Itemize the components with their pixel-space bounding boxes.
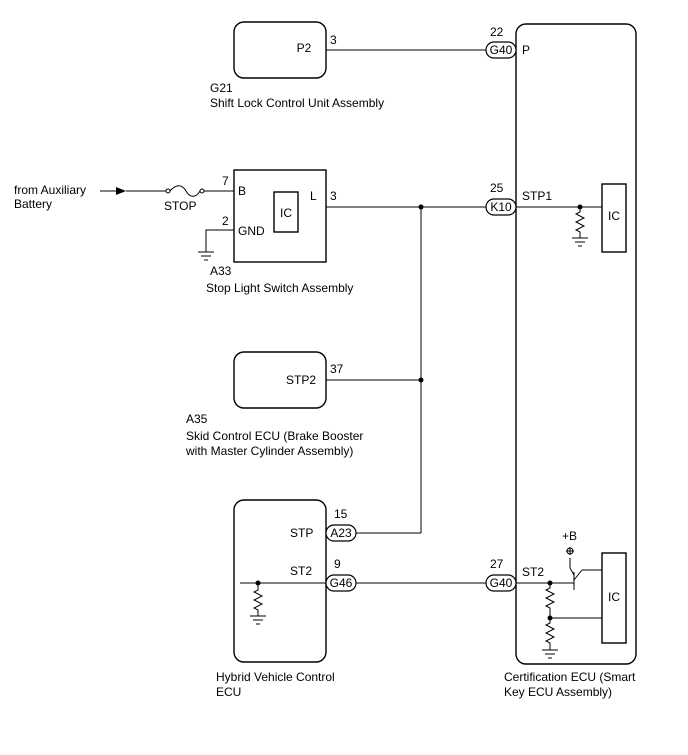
cert-ic-bottom-label: IC — [608, 590, 620, 604]
fuse-terminal-left — [165, 188, 171, 194]
source-line2: Battery — [14, 197, 52, 211]
cert-name-line1: Certification ECU (Smart — [504, 670, 636, 684]
shift-lock-box — [233, 21, 327, 79]
junction-top — [418, 204, 424, 210]
connector-g40-bottom-label: G40 — [490, 576, 513, 590]
shift-lock-name: Shift Lock Control Unit Assembly — [210, 96, 384, 110]
cert-stp1-resistor-icon — [574, 207, 586, 238]
hybrid-pin-st2-number: 9 — [334, 557, 341, 571]
source-arrow-head — [116, 187, 126, 195]
cert-ic-top-label: IC — [608, 209, 620, 223]
shift-lock-pin-label: P2 — [297, 41, 312, 55]
hybrid-name-line2: ECU — [216, 685, 241, 699]
cert-ic-bottom-box — [601, 552, 627, 644]
hybrid-resistor-icon — [252, 583, 264, 616]
stop-light-ic-box — [273, 191, 299, 233]
hybrid-pin-st2: ST2 — [290, 564, 312, 578]
connector-k10-label: K10 — [490, 200, 512, 214]
hybrid-pin-stp-number: 15 — [334, 507, 348, 521]
connector-g40-top — [485, 41, 517, 59]
cert-st2-resistor-2-icon — [544, 618, 556, 650]
stop-light-gnd-wire — [205, 229, 234, 252]
cert-pin-p-number: 22 — [490, 25, 504, 39]
source-line1: from Auxiliary — [14, 183, 86, 197]
hybrid-pin-stp: STP — [290, 526, 313, 540]
skid-pin-label: STP2 — [286, 373, 316, 387]
shift-lock-pin-number: 3 — [330, 33, 337, 47]
fuse-label: STOP — [164, 199, 196, 213]
cert-pin-st2-number: 27 — [490, 557, 504, 571]
fuse-terminal-right — [199, 188, 205, 194]
stop-light-pin-l: L — [310, 189, 317, 203]
hybrid-ecu-box — [233, 499, 327, 663]
stop-light-pin-b-number: 7 — [222, 174, 229, 188]
skid-name-line1: Skid Control ECU (Brake Booster — [186, 429, 363, 443]
stop-light-pin-l-number: 3 — [330, 189, 337, 203]
hybrid-name-line1: Hybrid Vehicle Control — [216, 670, 335, 684]
stop-light-name: Stop Light Switch Assembly — [206, 281, 353, 295]
connector-g46-label: G46 — [330, 576, 353, 590]
cert-ic-top-box — [601, 183, 627, 253]
stop-light-pin-b: B — [238, 184, 246, 198]
stop-light-pin-gnd-number: 2 — [222, 214, 229, 228]
skid-pin-number: 37 — [330, 362, 344, 376]
cert-pin-stp1-label: STP1 — [522, 189, 552, 203]
shift-lock-id: G21 — [210, 81, 233, 95]
cert-name-line2: Key ECU Assembly) — [504, 685, 612, 699]
cert-pin-st2-label: ST2 — [522, 565, 544, 579]
connector-a23-label: A23 — [330, 526, 352, 540]
cert-plus-b-label: +B — [562, 529, 577, 543]
stop-light-pin-gnd: GND — [238, 224, 265, 238]
stop-light-id: A33 — [210, 264, 232, 278]
fuse-symbol — [169, 185, 201, 197]
stop-light-ic-label: IC — [280, 206, 292, 220]
skid-name-line2: with Master Cylinder Assembly) — [185, 444, 353, 458]
cert-st2-resistor-1-icon — [544, 583, 556, 618]
skid-id: A35 — [186, 412, 208, 426]
cert-pin-p-label: P — [522, 43, 530, 57]
connector-g40-top-label: G40 — [490, 43, 513, 57]
cert-pin-stp1-number: 25 — [490, 181, 504, 195]
